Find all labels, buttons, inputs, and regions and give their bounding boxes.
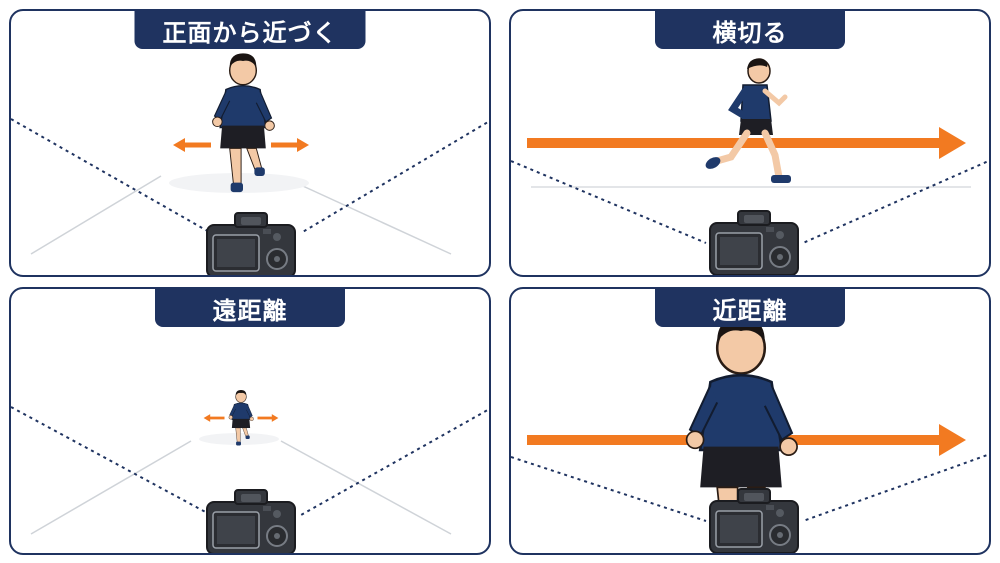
perspective-line	[280, 440, 452, 535]
cross-illustration	[511, 11, 989, 275]
field-of-view-line	[511, 456, 707, 522]
camera-icon	[206, 212, 296, 275]
panel-far-distance: 遠距離	[9, 287, 491, 555]
panel-title: 遠距離	[155, 289, 345, 327]
long-arrow-right	[527, 127, 966, 159]
perspective-line	[30, 440, 192, 535]
camera-icon	[709, 210, 799, 275]
runner-front	[211, 52, 276, 193]
panel-cross: 横切る	[509, 9, 991, 277]
perspective-line	[30, 175, 162, 255]
panel-close-distance: 近距離	[509, 287, 991, 555]
close-distance-illustration	[511, 316, 989, 553]
field-of-view-line	[300, 120, 489, 234]
field-of-view-line	[11, 406, 212, 516]
perspective-line	[280, 175, 452, 255]
camera-icon	[206, 489, 296, 553]
field-of-view-line	[802, 453, 989, 522]
panel-title: 正面から近づく	[134, 11, 366, 49]
field-of-view-line	[802, 159, 989, 244]
field-of-view-line	[511, 160, 707, 244]
runner-side	[704, 59, 791, 183]
far-distance-illustration	[11, 389, 489, 553]
panel-title: 近距離	[655, 289, 845, 327]
front-approach-illustration	[11, 52, 489, 275]
field-of-view-line	[11, 118, 212, 234]
field-of-view-line	[300, 408, 489, 516]
panel-title: 横切る	[655, 11, 845, 49]
panel-front-approach: 正面から近づく	[9, 9, 491, 277]
